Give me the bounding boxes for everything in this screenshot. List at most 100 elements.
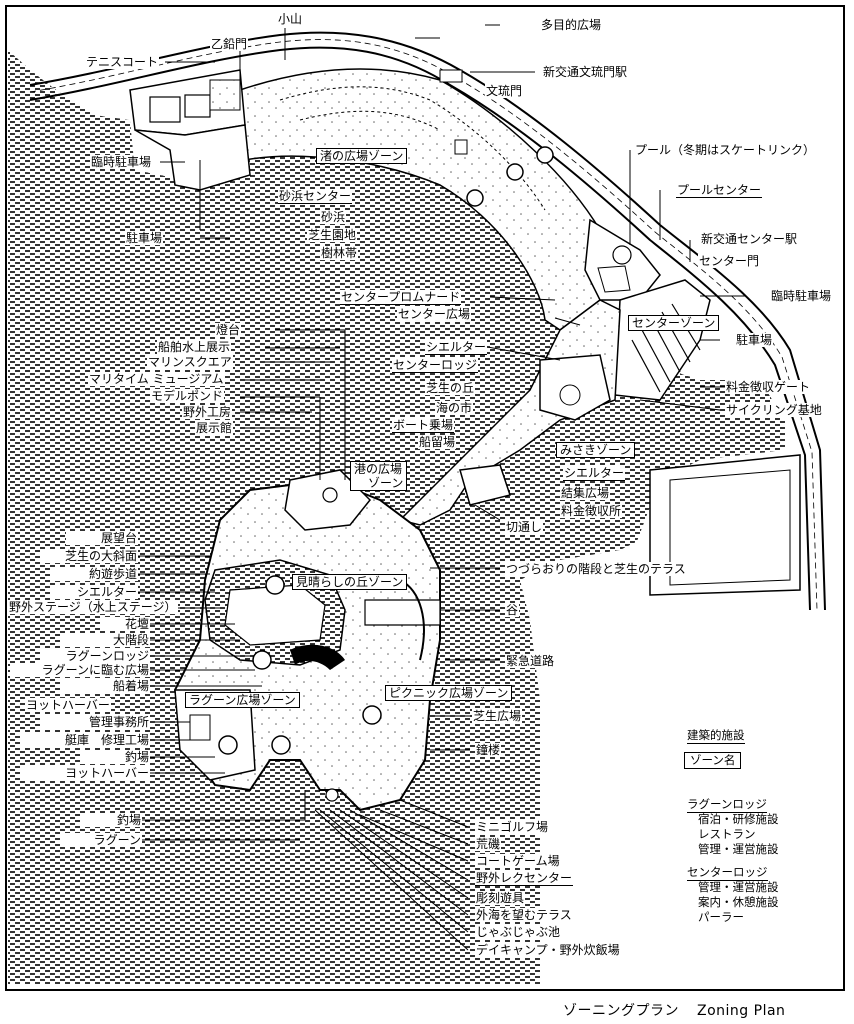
- label-shoyu: 約遊歩道: [50, 567, 138, 581]
- parking-west: [134, 124, 251, 191]
- label-chusha1: 駐車場: [125, 231, 164, 245]
- label-center-gate: センター門: [698, 254, 761, 268]
- label-tsuzura: つづらおりの階段と芝生のテラス: [505, 562, 687, 576]
- legend-lagoon-lodge-item-3: 管理・運営施設: [698, 842, 779, 856]
- label-picnic-zone: ピクニック広場ゾーン: [385, 685, 513, 701]
- label-shinko-bun: 新交通文琉門駅: [542, 65, 629, 79]
- label-kaden: 花壇: [100, 617, 150, 631]
- legend-zone: ゾーン名: [684, 752, 742, 769]
- label-kanri: 管理事務所: [40, 715, 150, 729]
- label-center-station: 新交通センター駅: [700, 232, 799, 246]
- label-shelter1: シエルター: [425, 340, 488, 355]
- label-yacht1: ヨットハーバー: [25, 698, 111, 712]
- caption-ja: ゾーニングプラン: [563, 1003, 679, 1019]
- label-tsuriba2: 釣場: [80, 813, 142, 827]
- legend-building: 建築的施設: [687, 728, 745, 744]
- label-bun-gate: 文琉門: [485, 84, 524, 98]
- label-kinkyu: 緊急道路: [505, 654, 556, 668]
- legend-lagoon-lodge-item-1: 宿泊・研修施設: [698, 812, 779, 826]
- label-lagoon: ラグーン: [60, 833, 142, 847]
- label-yagai-kobo: 野外工房: [182, 405, 233, 419]
- amphitheater: [290, 644, 345, 670]
- label-minigolf: ミニゴルフ場: [475, 820, 550, 834]
- label-nagisa-zone: 渚の広場ゾーン: [316, 148, 408, 164]
- label-mihara-zone: 見晴らしの丘ゾーン: [292, 574, 408, 590]
- label-sunahama: 砂浜: [320, 210, 347, 224]
- label-promenade: センタープロムナード: [340, 290, 462, 305]
- label-kiridoshi: 切通し: [505, 520, 544, 534]
- label-center-zone: センターゾーン: [628, 315, 720, 331]
- legend-center-lodge-item-2: 案内・休憩施設: [698, 895, 779, 909]
- label-kono: 荒磯: [475, 837, 502, 851]
- east-block: [649, 454, 801, 596]
- label-center-hiroba: センター広場: [397, 307, 472, 321]
- legend-center-lodge-item-3: パーラー: [698, 910, 744, 924]
- label-shibafu: 芝生園地: [307, 228, 358, 242]
- label-boat: ボート乗場: [392, 418, 455, 433]
- label-ryokin-sho: 料金徴収所: [560, 504, 623, 518]
- label-rinji1: 臨時駐車場: [90, 155, 153, 169]
- label-lagoon-hiroba: ラグーンに臨む広場: [10, 663, 150, 677]
- label-chokoku: 彫刻遊具: [475, 891, 526, 905]
- label-jurin: 樹林帯: [320, 246, 359, 260]
- legend-lagoon-lodge-item-2: レストラン: [698, 827, 756, 841]
- valley-cut: [364, 599, 441, 626]
- label-pool: プール（冬期はスケートリンク）: [634, 143, 817, 157]
- label-court: コートゲーム場: [475, 854, 561, 868]
- label-kesshu: 結集広場: [560, 486, 611, 500]
- transit-line-inner: [29, 46, 811, 611]
- label-koyama: 小山: [277, 12, 304, 26]
- label-tani: 谷: [505, 603, 520, 617]
- east-block-inner: [669, 469, 791, 586]
- label-shibafu-hiroba: 芝生広場: [472, 709, 523, 723]
- label-otsu-gate: 乙鉛門: [210, 37, 249, 51]
- caption-en: Zoning Plan: [697, 1003, 786, 1019]
- label-tsuriba1: 釣場: [80, 750, 150, 764]
- label-daycamp: デイキャンプ・野外炊飯場: [475, 943, 621, 957]
- label-pool-center: プールセンター: [676, 183, 763, 198]
- picnic-marker: [362, 705, 382, 725]
- label-center-lodge: センターロッジ: [392, 358, 479, 373]
- gathering-plaza: [459, 464, 511, 506]
- label-rinji2: 臨時駐車場: [770, 289, 833, 303]
- label-maritime: マリタイム ミュージアム: [88, 372, 225, 386]
- label-shelter2: シエルター: [563, 466, 626, 481]
- label-funadai: 船舶水上展示: [157, 340, 232, 354]
- label-jabu: じゃぶじゃぶ池: [475, 925, 562, 939]
- label-tenjikan: 展示館: [195, 421, 234, 435]
- label-tagi: 多目的広場: [540, 18, 603, 32]
- label-tenbo: 展望台: [66, 531, 138, 545]
- label-misaki-zone: みさきゾーン: [556, 442, 636, 458]
- legend-center-lodge-item-1: 管理・運営施設: [698, 880, 779, 894]
- label-cycling: サイクリング基地: [725, 403, 823, 417]
- label-tennis: テニスコート: [85, 55, 160, 69]
- map-caption: ゾーニングプラン Zoning Plan: [563, 1000, 803, 1020]
- label-shelter3: シエルター: [50, 585, 138, 599]
- label-funadamari2: 船着場: [60, 679, 150, 693]
- label-rec: 野外レクセンター: [475, 871, 574, 886]
- label-lagoon-lodge: ラグーンロッジ: [40, 649, 150, 663]
- label-yacht2: ヨットハーバー: [20, 766, 150, 780]
- label-stage: 野外ステージ（水上ステージ）: [8, 600, 178, 614]
- label-shiba-oka: 芝生の丘: [425, 381, 476, 395]
- label-ryokin-gate: 料金徴収ゲート: [725, 380, 812, 394]
- legend-lagoon-lodge-title: ラグーンロッジ: [687, 797, 767, 813]
- label-model-pond: モデルポンド: [150, 389, 225, 403]
- label-suna-center: 砂浜センター: [278, 189, 353, 204]
- spine: [398, 299, 621, 526]
- label-minato-zone: 港の広場ゾーン: [350, 461, 408, 491]
- label-terrace: 外海を望むテラス: [475, 908, 573, 922]
- label-shiba-shamen: 芝生の大斜面: [40, 549, 138, 563]
- label-funadamari1: 船留場: [418, 435, 457, 449]
- label-marine: マリンスクエア: [147, 355, 233, 369]
- label-umi-ichi: 海の市: [435, 401, 474, 415]
- label-chusha2: 駐車場: [735, 333, 774, 347]
- label-shoro: 鐘楼: [475, 743, 502, 757]
- label-soko: 艇庫 修理工場: [20, 733, 150, 747]
- legend-center-lodge-title: センターロッジ: [687, 865, 768, 881]
- label-daikaidan: 大階段: [60, 633, 150, 647]
- lagoon-lodge-marker: [252, 650, 272, 670]
- label-todai: 燈台: [215, 323, 242, 337]
- label-lagoon-zone: ラグーン広場ゾーン: [185, 692, 300, 708]
